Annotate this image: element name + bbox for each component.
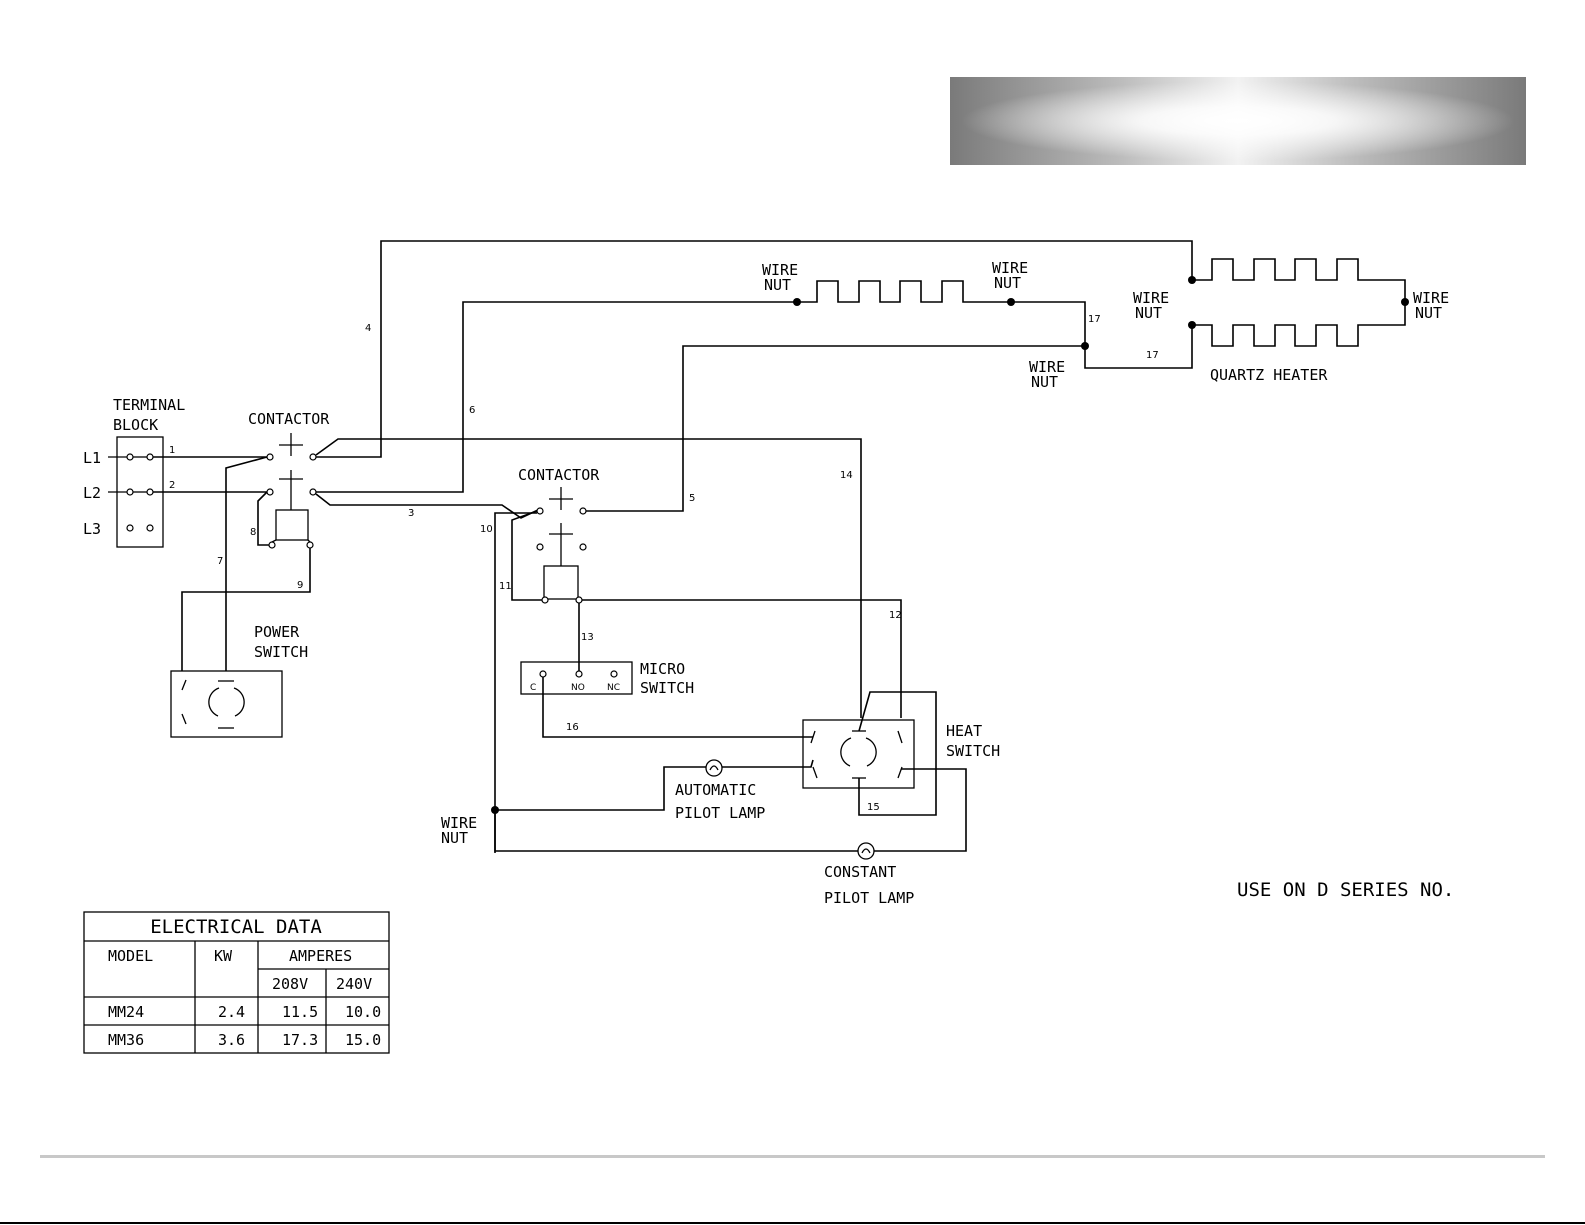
table-cell-240v: 10.0	[345, 1003, 381, 1021]
automatic-pilot-lamp	[705, 759, 723, 777]
micro-switch	[520, 661, 633, 695]
micro-terminal-nc: NC	[607, 683, 620, 693]
automatic-pilot-lamp-label: AUTOMATIC	[675, 781, 756, 799]
wire-nut-label: NUT	[1415, 304, 1442, 322]
wire-number: 10	[480, 524, 493, 535]
wire-nut-label: WIRE	[992, 259, 1028, 277]
series-note: USE ON D SERIES NO.	[1237, 879, 1454, 901]
table-cell-208v: 17.3	[282, 1031, 318, 1049]
wire-number: 17	[1088, 314, 1101, 325]
table-cell-208v: 11.5	[282, 1003, 318, 1021]
contactor-2	[536, 487, 587, 604]
automatic-pilot-lamp-label: PILOT LAMP	[675, 804, 765, 822]
table-cell-kw: 2.4	[218, 1003, 245, 1021]
wire-number: 11	[499, 581, 512, 592]
footer-rule	[40, 1155, 1545, 1158]
wire-nut-label: WIRE	[762, 261, 798, 279]
terminal-block-label: BLOCK	[113, 416, 158, 434]
bottom-rule	[0, 1222, 1585, 1224]
terminal-block-label: TERMINAL	[113, 396, 185, 414]
terminal-block	[108, 436, 164, 548]
wire-number: 15	[867, 802, 880, 813]
wire-nut-label: WIRE	[1133, 289, 1169, 307]
quartz-heater-label: QUARTZ HEATER	[1210, 366, 1328, 384]
power-switch	[170, 670, 283, 738]
wire-number: 1	[169, 445, 175, 456]
contactor-1-label: CONTACTOR	[248, 410, 330, 428]
wire-number: 17	[1146, 350, 1159, 361]
wire-number: 6	[469, 405, 475, 416]
power-switch-label: POWER	[254, 623, 300, 641]
heat-switch	[802, 691, 937, 816]
table-cell-model: MM36	[108, 1031, 144, 1049]
contactor-2-label: CONTACTOR	[518, 466, 600, 484]
contactor-1	[153, 433, 317, 549]
wire-number: 3	[408, 508, 414, 519]
header-model: MODEL	[108, 947, 153, 965]
power-switch-label: SWITCH	[254, 643, 308, 661]
header-208v: 208V	[272, 975, 308, 993]
table-cell-kw: 3.6	[218, 1031, 245, 1049]
wire-number: 8	[250, 527, 256, 538]
wire-nut-label: NUT	[764, 276, 791, 294]
header-kw: KW	[214, 947, 233, 965]
wire-nut-label: NUT	[1135, 304, 1162, 322]
electrical-data-table	[83, 911, 390, 1054]
wire-number: 12	[889, 610, 902, 621]
heat-switch-label: SWITCH	[946, 742, 1000, 760]
wire-number: 13	[581, 632, 594, 643]
wire-nut-label: WIRE	[1413, 289, 1449, 307]
line-label-l2: L2	[83, 484, 101, 502]
heater-element	[793, 280, 1089, 350]
quartz-heater	[1188, 258, 1409, 347]
wire-number: 14	[840, 470, 853, 481]
electrical-data-title: ELECTRICAL DATA	[150, 916, 322, 938]
micro-switch-label: MICRO	[640, 660, 685, 678]
wire-nut-label: WIRE	[441, 814, 477, 832]
line-label-l1: L1	[83, 449, 101, 467]
header-amperes: AMPERES	[289, 947, 352, 965]
wire-nut-junction	[491, 806, 499, 814]
wire-number: 7	[217, 556, 223, 567]
constant-pilot-lamp	[857, 842, 875, 860]
line-label-l3: L3	[83, 520, 101, 538]
wire-nut-label: NUT	[1031, 373, 1058, 391]
heat-switch-label: HEAT	[946, 722, 982, 740]
constant-pilot-lamp-label: PILOT LAMP	[824, 889, 914, 907]
wire-number: 4	[365, 323, 371, 334]
wire-number: 2	[169, 480, 175, 491]
constant-pilot-lamp-label: CONSTANT	[824, 863, 896, 881]
wire-number: 16	[566, 722, 579, 733]
table-cell-240v: 15.0	[345, 1031, 381, 1049]
wire-number: 9	[297, 580, 303, 591]
header-240v: 240V	[336, 975, 372, 993]
header-gradient-band	[950, 77, 1526, 165]
wire-number: 5	[689, 493, 695, 504]
table-cell-model: MM24	[108, 1003, 144, 1021]
wire-nut-label: WIRE	[1029, 358, 1065, 376]
micro-switch-label: SWITCH	[640, 679, 694, 697]
micro-terminal-no: NO	[571, 683, 585, 693]
wire-nut-label: NUT	[994, 274, 1021, 292]
wire-nut-label: NUT	[441, 829, 468, 847]
micro-terminal-c: C	[530, 683, 536, 693]
